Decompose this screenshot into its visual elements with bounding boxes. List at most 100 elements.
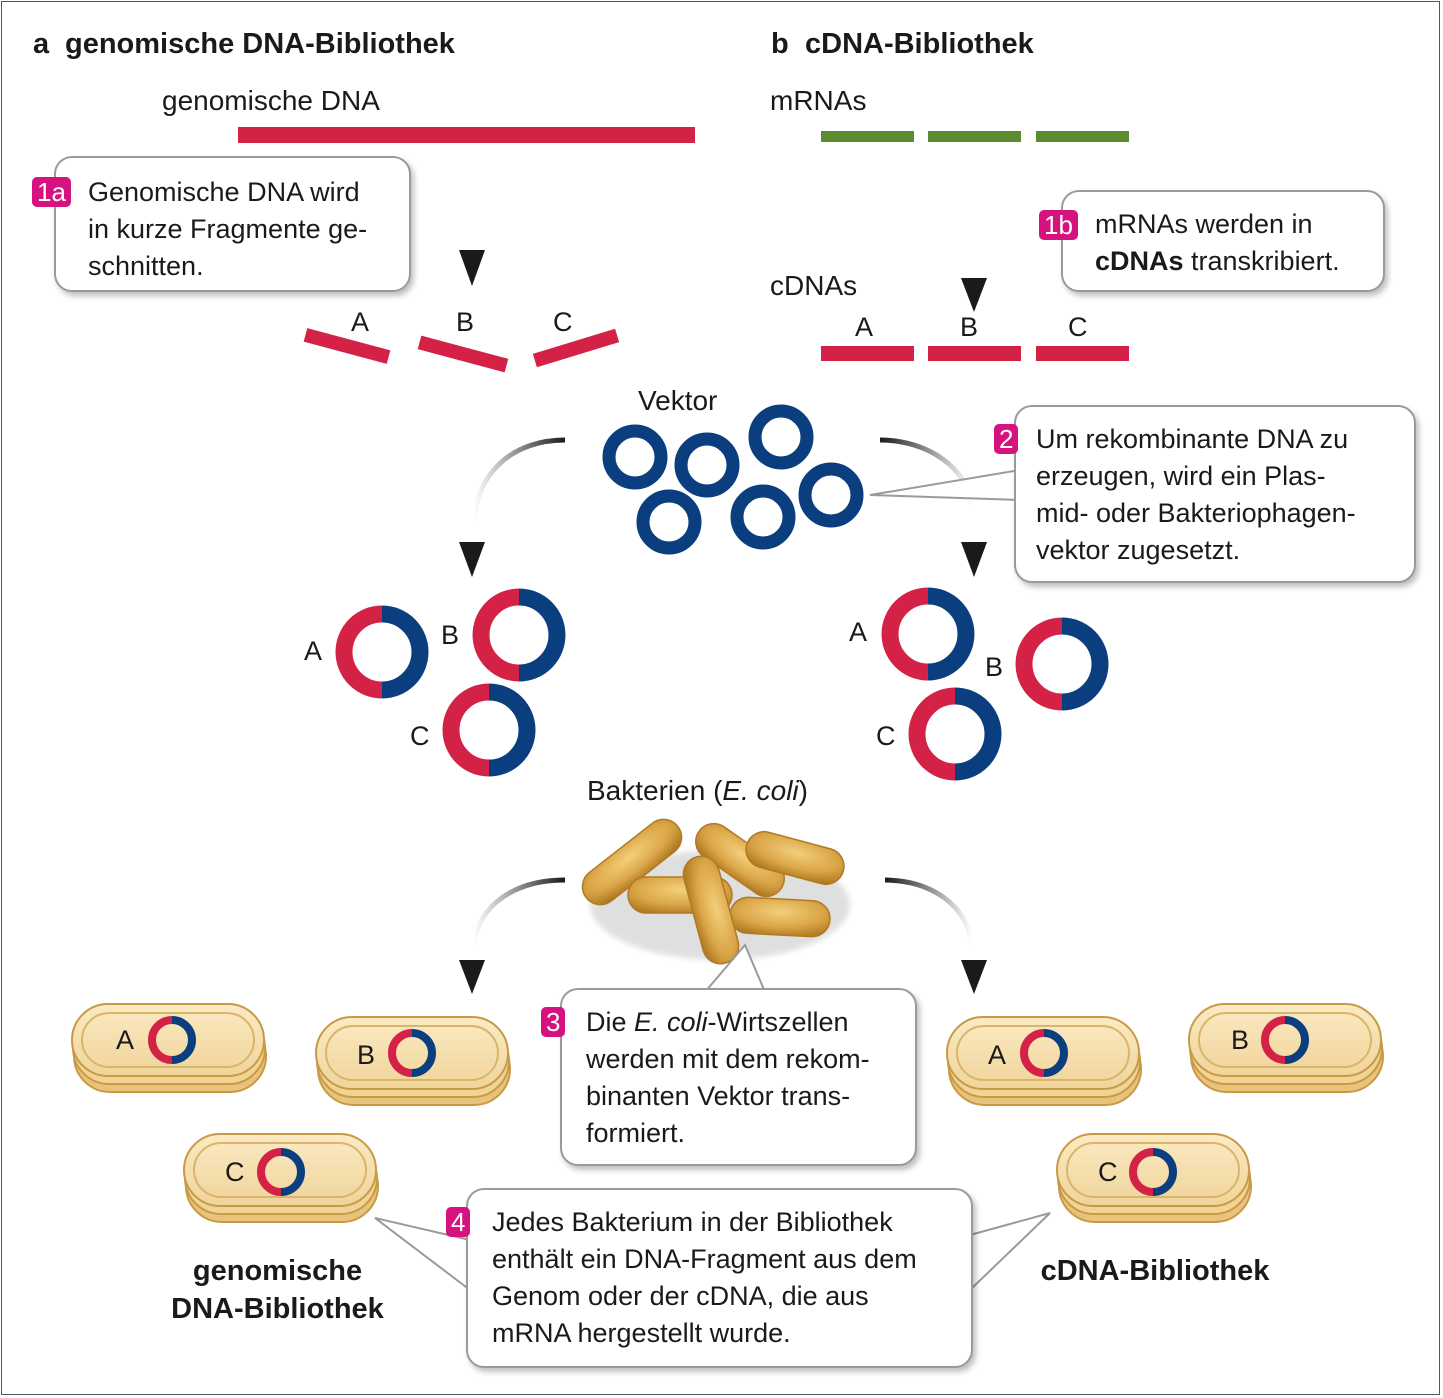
step-2-line: vektor zugesetzt. bbox=[1036, 532, 1404, 569]
step-3-text-2: werden mit dem rekom- bbox=[586, 1044, 870, 1074]
mrna-strand bbox=[1036, 131, 1129, 142]
host-cell-a-cdna bbox=[946, 1016, 1142, 1106]
panel-b-title: cDNA-Bibliothek bbox=[805, 28, 1034, 60]
cell-plasmid bbox=[1020, 1029, 1068, 1077]
vector-plasmid bbox=[636, 489, 702, 555]
step-1a-line: in kurze Fragmente ge- bbox=[88, 211, 399, 248]
cdna-fragment-c bbox=[1036, 346, 1129, 361]
dna-fragment-a bbox=[303, 328, 391, 364]
recombinant-plasmid-b-genomic bbox=[472, 588, 566, 682]
genomic-dna-strand bbox=[238, 127, 695, 143]
vector-plasmid bbox=[674, 432, 740, 498]
step-1b-line: cDNAs transkribiert. bbox=[1095, 243, 1373, 280]
cell-plasmid bbox=[257, 1148, 305, 1196]
callout-step-1a: Genomische DNA wird in kurze Fragmente g… bbox=[54, 156, 411, 292]
cell-label-b-right: B bbox=[1231, 1025, 1250, 1055]
step-badge-3: 3 bbox=[541, 1007, 566, 1037]
dna-fragment-c bbox=[532, 328, 620, 368]
cell-label-a-left: A bbox=[116, 1025, 135, 1055]
fragment-label-b: B bbox=[456, 307, 475, 337]
step-4-line: enthält ein DNA-Fragment aus dem bbox=[492, 1241, 961, 1278]
cell-label-b-left: B bbox=[357, 1040, 376, 1070]
step-1b-text-rest: transkribiert. bbox=[1183, 246, 1340, 276]
fragment-label-c: C bbox=[553, 307, 573, 337]
step-3-line: binanten Vektor trans- bbox=[586, 1078, 905, 1115]
plasmid-label-c-right: C bbox=[876, 721, 896, 751]
recombinant-plasmid-a-genomic bbox=[335, 605, 429, 699]
cdna-library-label: cDNA-Bibliothek bbox=[1040, 1255, 1270, 1287]
callout-pointer-2 bbox=[869, 468, 1021, 502]
cell-plasmid bbox=[1129, 1148, 1177, 1196]
callout-step-4: Jedes Bakterium in der Bibliothek enthäl… bbox=[466, 1188, 973, 1368]
cell-plasmid bbox=[1261, 1016, 1309, 1064]
bacteria-cluster bbox=[581, 818, 850, 965]
bacteria-label-species: E. coli bbox=[722, 775, 799, 806]
step-4-line: Genom oder der cDNA, die aus bbox=[492, 1278, 961, 1315]
step-2-text-4: vektor zugesetzt. bbox=[1036, 535, 1241, 565]
dna-fragment-b bbox=[417, 335, 509, 373]
step-3-text-italic: E. coli bbox=[634, 1007, 708, 1037]
step-badge-4: 4 bbox=[446, 1207, 471, 1237]
vector-plasmid bbox=[748, 404, 814, 470]
recombinant-plasmid-a-cdna bbox=[881, 587, 975, 681]
cell-plasmid bbox=[148, 1016, 196, 1064]
recombinant-plasmid-c-cdna bbox=[908, 687, 1002, 781]
step-3-line: Die E. coli-Wirtszellen bbox=[586, 1004, 905, 1041]
vector-plasmids bbox=[602, 404, 864, 555]
step-3-text-pre: Die bbox=[586, 1007, 635, 1037]
cell-plasmid bbox=[388, 1029, 436, 1077]
cdna-label: cDNAs bbox=[770, 270, 858, 301]
callout-step-1b: mRNAs werden in cDNAs transkribiert. bbox=[1061, 190, 1385, 292]
step-2-text-2: erzeugen, wird ein Plas- bbox=[1036, 461, 1326, 491]
bacterium bbox=[581, 818, 683, 906]
callout-step-3: Die E. coli-Wirtszellen werden mit dem r… bbox=[560, 988, 917, 1166]
genomic-library-label: genomische DNA-Bibliothek bbox=[120, 1252, 435, 1328]
arrow-transcribe-mrna bbox=[961, 158, 987, 312]
bacteria-label-pre: Bakterien ( bbox=[587, 775, 723, 806]
step-badge-2: 2 bbox=[994, 424, 1019, 454]
vector-plasmid bbox=[602, 424, 668, 490]
cdna-label-b: B bbox=[960, 312, 979, 342]
step-2-text-3: mid- oder Bakteriophagen- bbox=[1036, 498, 1356, 528]
mrna-strand bbox=[821, 131, 914, 142]
step-badge-1b: 1b bbox=[1039, 210, 1078, 240]
step-4-text-1: Jedes Bakterium in der Bibliothek bbox=[492, 1207, 893, 1237]
step-2-text-1: Um rekombinante DNA zu bbox=[1036, 424, 1349, 454]
cell-label-c-left: C bbox=[225, 1157, 245, 1187]
bacterium bbox=[745, 830, 845, 886]
step-4-line: Jedes Bakterium in der Bibliothek bbox=[492, 1204, 961, 1241]
step-2-line: mid- oder Bakteriophagen- bbox=[1036, 495, 1404, 532]
mrna-strand bbox=[928, 131, 1021, 142]
step-1a-line: Genomische DNA wird bbox=[88, 174, 399, 211]
step-2-line: Um rekombinante DNA zu bbox=[1036, 421, 1404, 458]
genomic-library-label-line-1: genomische bbox=[192, 1255, 363, 1287]
step-3-line: formiert. bbox=[586, 1115, 905, 1152]
plasmid-label-a-right: A bbox=[849, 617, 868, 647]
step-2-line: erzeugen, wird ein Plas- bbox=[1036, 458, 1404, 495]
recombinant-plasmid-c-genomic bbox=[442, 683, 536, 777]
host-cells bbox=[71, 1003, 1384, 1223]
vector-plasmid bbox=[798, 462, 864, 528]
recombinant-plasmids bbox=[335, 587, 1109, 781]
host-cell-a-genomic bbox=[71, 1003, 267, 1093]
arrow-transform-left bbox=[459, 800, 566, 994]
arrow-cut-genomic bbox=[459, 158, 485, 286]
step-badge-1a: 1a bbox=[32, 177, 71, 207]
host-cell-c-cdna bbox=[1056, 1133, 1252, 1223]
plasmid-label-c-left: C bbox=[410, 721, 430, 751]
step-4-text-2: enthält ein DNA-Fragment aus dem bbox=[492, 1244, 917, 1274]
step-3-line: werden mit dem rekom- bbox=[586, 1041, 905, 1078]
step-1a-text-2: in kurze Fragmente ge- bbox=[88, 214, 368, 244]
panel-b-marker: b bbox=[771, 28, 789, 60]
host-cell-b-genomic bbox=[315, 1016, 511, 1106]
bacteria-label-post: ) bbox=[798, 775, 808, 806]
step-3-text-3: binanten Vektor trans- bbox=[586, 1081, 851, 1111]
mrna-label: mRNAs bbox=[770, 85, 867, 116]
genomic-dna-label: genomische DNA bbox=[162, 85, 380, 116]
step-1b-text-1: mRNAs werden in bbox=[1095, 209, 1313, 239]
step-3-text-4: formiert. bbox=[586, 1118, 686, 1148]
recombinant-plasmid-b-cdna bbox=[1015, 617, 1109, 711]
panel-a-title: genomische DNA-Bibliothek bbox=[65, 28, 455, 60]
plasmid-label-a-left: A bbox=[304, 636, 323, 666]
